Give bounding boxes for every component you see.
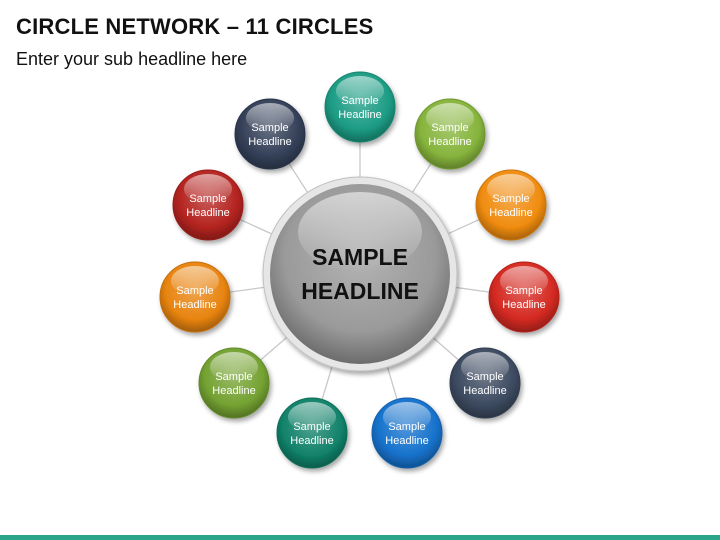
outer-circle-label: Headline	[338, 109, 381, 121]
outer-circle-label: Sample	[466, 371, 503, 383]
outer-circle-label: Headline	[173, 299, 216, 311]
connector-line	[288, 163, 310, 196]
outer-circle-gloss	[246, 103, 294, 133]
connector-line	[386, 363, 398, 400]
outer-circle-label: Headline	[428, 136, 471, 148]
outer-circle-gloss	[500, 266, 548, 296]
center-circle: SAMPLE HEADLINE	[262, 176, 458, 372]
outer-circle-gloss	[426, 103, 474, 133]
connector-line	[229, 286, 267, 293]
slide-title: CIRCLE NETWORK – 11 CIRCLES	[16, 14, 374, 39]
outer-circle-label: Headline	[489, 207, 532, 219]
outer-circle-label: Sample	[431, 122, 468, 134]
connector-line	[410, 163, 432, 196]
slide-subtitle: Enter your sub headline here	[16, 49, 248, 69]
outer-circle-label: Headline	[186, 207, 229, 219]
outer-circle-gloss	[184, 174, 232, 204]
outer-circle-label: Sample	[492, 193, 529, 205]
outer-circle-label: Headline	[290, 435, 333, 447]
outer-circle-gloss	[288, 402, 336, 432]
outer-circles: SampleHeadlineSampleHeadlineSampleHeadli…	[159, 71, 560, 469]
connector-lines	[229, 142, 490, 400]
bottom-accent-bar	[0, 535, 720, 540]
center-headline-line1: SAMPLE	[312, 244, 408, 270]
connector-line	[452, 286, 490, 293]
outer-circle-label: Sample	[189, 193, 226, 205]
outer-circle-label: Sample	[215, 371, 252, 383]
outer-circle-label: Sample	[176, 285, 213, 297]
outer-circle-label: Sample	[341, 95, 378, 107]
outer-circle-label: Headline	[248, 136, 291, 148]
outer-circle-gloss	[171, 266, 219, 296]
outer-circle-gloss	[487, 174, 535, 204]
connector-line	[260, 335, 290, 361]
connector-line	[239, 218, 275, 236]
outer-circle-label: Sample	[505, 285, 542, 297]
outer-circle-label: Sample	[388, 421, 425, 433]
outer-circle-label: Headline	[502, 299, 545, 311]
outer-circle-gloss	[336, 76, 384, 106]
outer-circle-label: Headline	[463, 385, 506, 397]
outer-circle-label: Headline	[385, 435, 428, 447]
outer-circle-label: Sample	[251, 122, 288, 134]
center-headline-line2: HEADLINE	[301, 278, 419, 304]
connector-line	[430, 335, 460, 361]
outer-circle-gloss	[461, 352, 509, 382]
center-circle-gloss	[298, 192, 422, 272]
outer-circle-label: Sample	[293, 421, 330, 433]
outer-circle-gloss	[383, 402, 431, 432]
connector-line	[321, 363, 334, 400]
outer-circle-label: Headline	[212, 385, 255, 397]
connector-line	[445, 218, 480, 236]
outer-circle-gloss	[210, 352, 258, 382]
